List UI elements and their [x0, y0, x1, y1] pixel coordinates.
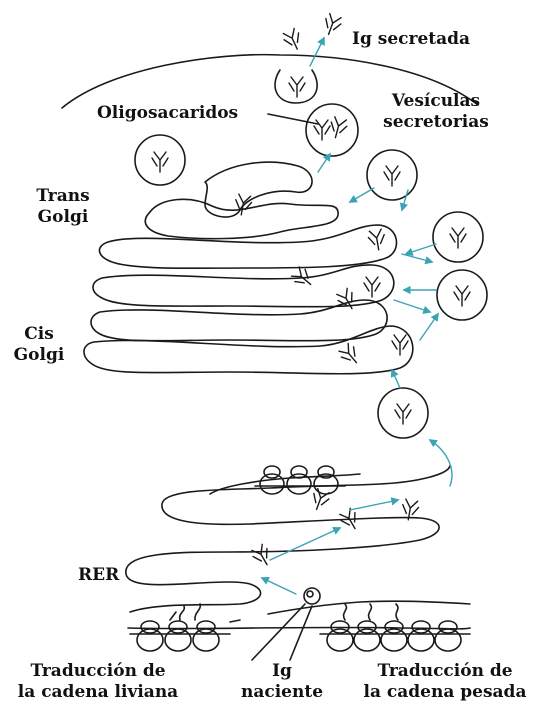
- label-vesiculas-secretorias: Vesículas secretorias: [366, 91, 506, 133]
- golgi-cisterna-3: [99, 225, 396, 268]
- trans-golgi-cisterna-2: [145, 199, 338, 238]
- label-ig-secretada: Ig secretada: [352, 29, 470, 50]
- secretion-arrow: [310, 38, 324, 66]
- label-cis-line1: Cis: [8, 324, 70, 345]
- label-cis-line2: Golgi: [8, 345, 70, 366]
- secretory-vesicle-oligosaccharides: [306, 104, 358, 156]
- label-oligosacaridos: Oligosacaridos: [97, 103, 238, 124]
- ig-naciente-pointer-2: [290, 606, 312, 660]
- label-vesiculas-line2: secretorias: [366, 112, 506, 133]
- secreted-ig-3: [289, 77, 305, 97]
- golgi-cisterna-6: [84, 326, 413, 374]
- label-ig-naciente: Ig naciente: [236, 661, 328, 703]
- label-rer: RER: [78, 565, 119, 586]
- secreted-ig-1: [282, 28, 305, 53]
- nascent-ig: [304, 588, 320, 604]
- ribosomes-heavy-chain: [320, 621, 470, 651]
- exocytosis-vesicle: [275, 70, 317, 103]
- ribosomes-light-chain: [130, 621, 230, 651]
- label-trans-line1: Trans: [28, 186, 98, 207]
- label-traduccion-pesada: Traducción de la cadena pesada: [352, 661, 538, 703]
- label-ig-naciente-line2: naciente: [236, 682, 328, 703]
- label-ig-naciente-line1: Ig: [236, 661, 328, 682]
- label-cis-golgi: Cis Golgi: [8, 324, 70, 366]
- label-traduccion-liviana: Traducción de la cadena liviana: [6, 661, 190, 703]
- label-trans-line2: Golgi: [28, 207, 98, 228]
- label-trans-golgi: Trans Golgi: [28, 186, 98, 228]
- golgi-cisterna-4: [93, 265, 394, 307]
- label-trad-liviana-line1: Traducción de: [6, 661, 190, 682]
- secreted-ig-2: [321, 13, 343, 37]
- label-trad-pesada-line2: la cadena pesada: [352, 682, 538, 703]
- label-vesiculas-line1: Vesículas: [366, 91, 506, 112]
- label-trad-pesada-line1: Traducción de: [352, 661, 538, 682]
- label-trad-liviana-line2: la cadena liviana: [6, 682, 190, 703]
